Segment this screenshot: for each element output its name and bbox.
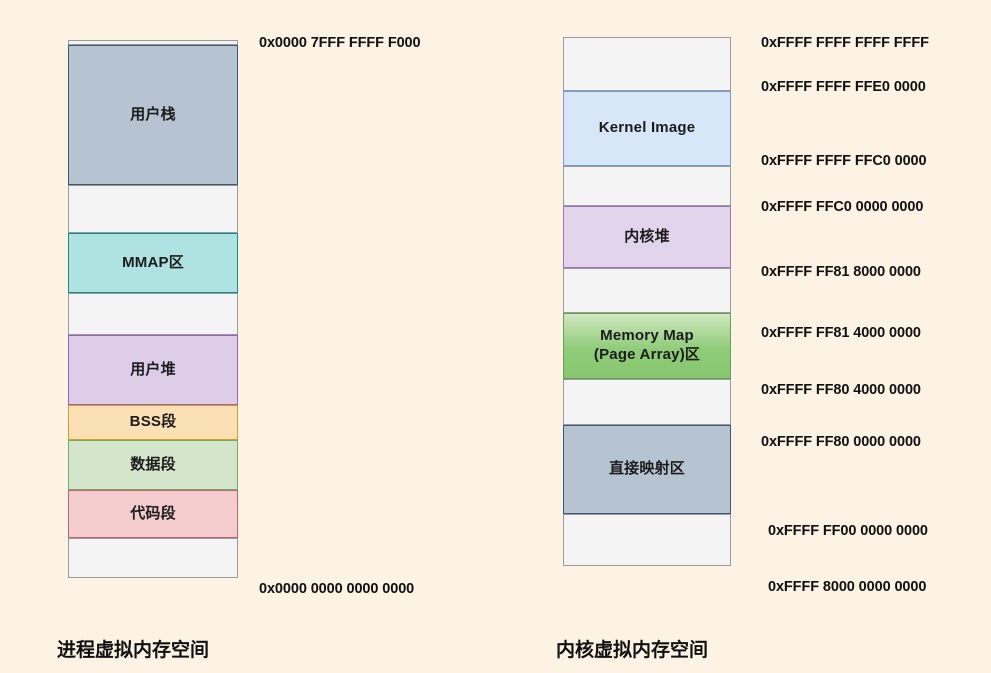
memory-block-kernel-image: Kernel Image bbox=[563, 91, 731, 166]
memory-block-label: 直接映射区 bbox=[608, 460, 685, 478]
memory-block-label: 代码段 bbox=[130, 504, 176, 522]
kernel-memory-column: Kernel Image 内核堆 Memory Map(Page Array)区直接… bbox=[563, 37, 731, 566]
memory-block-直接映射区: 直接映射区 bbox=[563, 425, 731, 514]
address-label: 0xFFFF FF80 4000 0000 bbox=[761, 382, 921, 398]
memory-block-gap bbox=[563, 166, 731, 206]
address-label: 0xFFFF FF80 0000 0000 bbox=[761, 434, 921, 450]
process-space-caption: 进程虚拟内存空间 bbox=[57, 640, 210, 661]
address-label: 0xFFFF FF81 4000 0000 bbox=[761, 325, 921, 341]
memory-block-mmap区: MMAP区 bbox=[68, 233, 238, 293]
memory-block-代码段: 代码段 bbox=[68, 490, 238, 538]
address-label: 0xFFFF FFFF FFE0 0000 bbox=[761, 79, 926, 95]
address-label: 0x0000 7FFF FFFF F000 bbox=[259, 35, 421, 51]
process-memory-column: 用户栈 MMAP区用户堆 BSS段数据段代码段 bbox=[68, 40, 238, 578]
memory-block-label: Memory Map(Page Array)区 bbox=[593, 327, 701, 363]
address-label: 0xFFFF FFFF FFC0 0000 bbox=[761, 153, 927, 169]
memory-block-label: 用户栈 bbox=[130, 105, 176, 123]
address-label: 0xFFFF FFC0 0000 0000 bbox=[761, 199, 924, 215]
memory-block-label: 内核堆 bbox=[624, 227, 670, 245]
address-label: 0xFFFF FFFF FFFF FFFF bbox=[761, 35, 929, 51]
memory-block-用户栈: 用户栈 bbox=[68, 45, 238, 185]
memory-block-gap bbox=[563, 268, 731, 313]
memory-block-gap bbox=[563, 37, 731, 91]
memory-block-label: Kernel Image bbox=[598, 119, 696, 137]
memory-block-内核堆: 内核堆 bbox=[563, 206, 731, 268]
memory-block-gap bbox=[68, 40, 238, 45]
memory-block-gap bbox=[68, 185, 238, 233]
memory-block-bss段: BSS段 bbox=[68, 405, 238, 440]
memory-block-数据段: 数据段 bbox=[68, 440, 238, 490]
memory-block-label: 数据段 bbox=[130, 455, 176, 473]
address-label: 0xFFFF FF81 8000 0000 bbox=[761, 264, 921, 280]
memory-block-label: MMAP区 bbox=[122, 253, 184, 271]
address-label: 0x0000 0000 0000 0000 bbox=[259, 581, 415, 597]
memory-block-gap bbox=[563, 514, 731, 566]
address-label: 0xFFFF FF00 0000 0000 bbox=[768, 523, 928, 539]
address-label: 0xFFFF 8000 0000 0000 bbox=[768, 579, 927, 595]
memory-block-gap bbox=[68, 293, 238, 335]
memory-block-label: BSS段 bbox=[129, 413, 177, 431]
memory-block-用户堆: 用户堆 bbox=[68, 335, 238, 405]
memory-block-label: 用户堆 bbox=[130, 360, 176, 378]
memory-block-gap bbox=[68, 538, 238, 578]
kernel-space-caption: 内核虚拟内存空间 bbox=[556, 640, 709, 661]
memory-block-gap bbox=[563, 379, 731, 425]
memory-block-memory-map--page-array-区: Memory Map(Page Array)区 bbox=[563, 313, 731, 379]
